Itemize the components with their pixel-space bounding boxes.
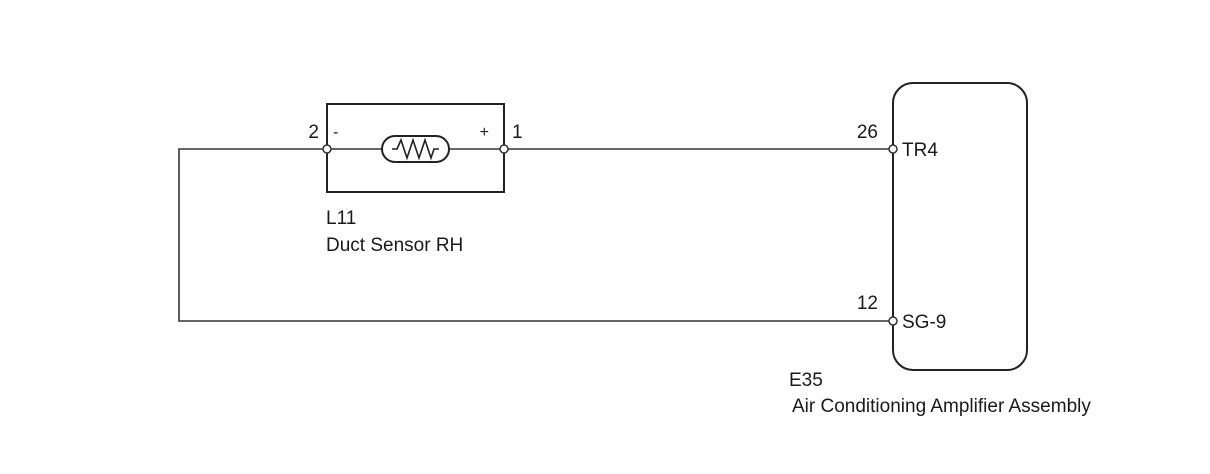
thermistor-icon [381,135,450,163]
amplifier-terminal-12 [888,316,898,326]
sensor-pin-left: 2 [308,122,319,143]
sensor-name: Duct Sensor RH [326,235,463,256]
amplifier-connector-code: E35 [789,370,823,391]
sensor-pin-right: 1 [512,122,523,143]
amplifier-terminal-26 [888,144,898,154]
sensor-polarity-plus: + [480,124,489,141]
amplifier-pin-number-12: 12 [857,293,878,314]
amplifier-assembly-box [892,82,1028,371]
amplifier-name: Air Conditioning Amplifier Assembly [792,396,1091,417]
amplifier-pin-number-26: 26 [857,122,878,143]
sensor-terminal-2 [322,144,332,154]
wire-sensor-minus-to-sg9 [178,148,893,322]
amplifier-pin-name-sg9: SG-9 [902,312,946,333]
amplifier-pin-name-tr4: TR4 [902,140,938,161]
sensor-polarity-minus: - [333,124,338,141]
sensor-connector-code: L11 [326,208,356,229]
sensor-terminal-1 [499,144,509,154]
